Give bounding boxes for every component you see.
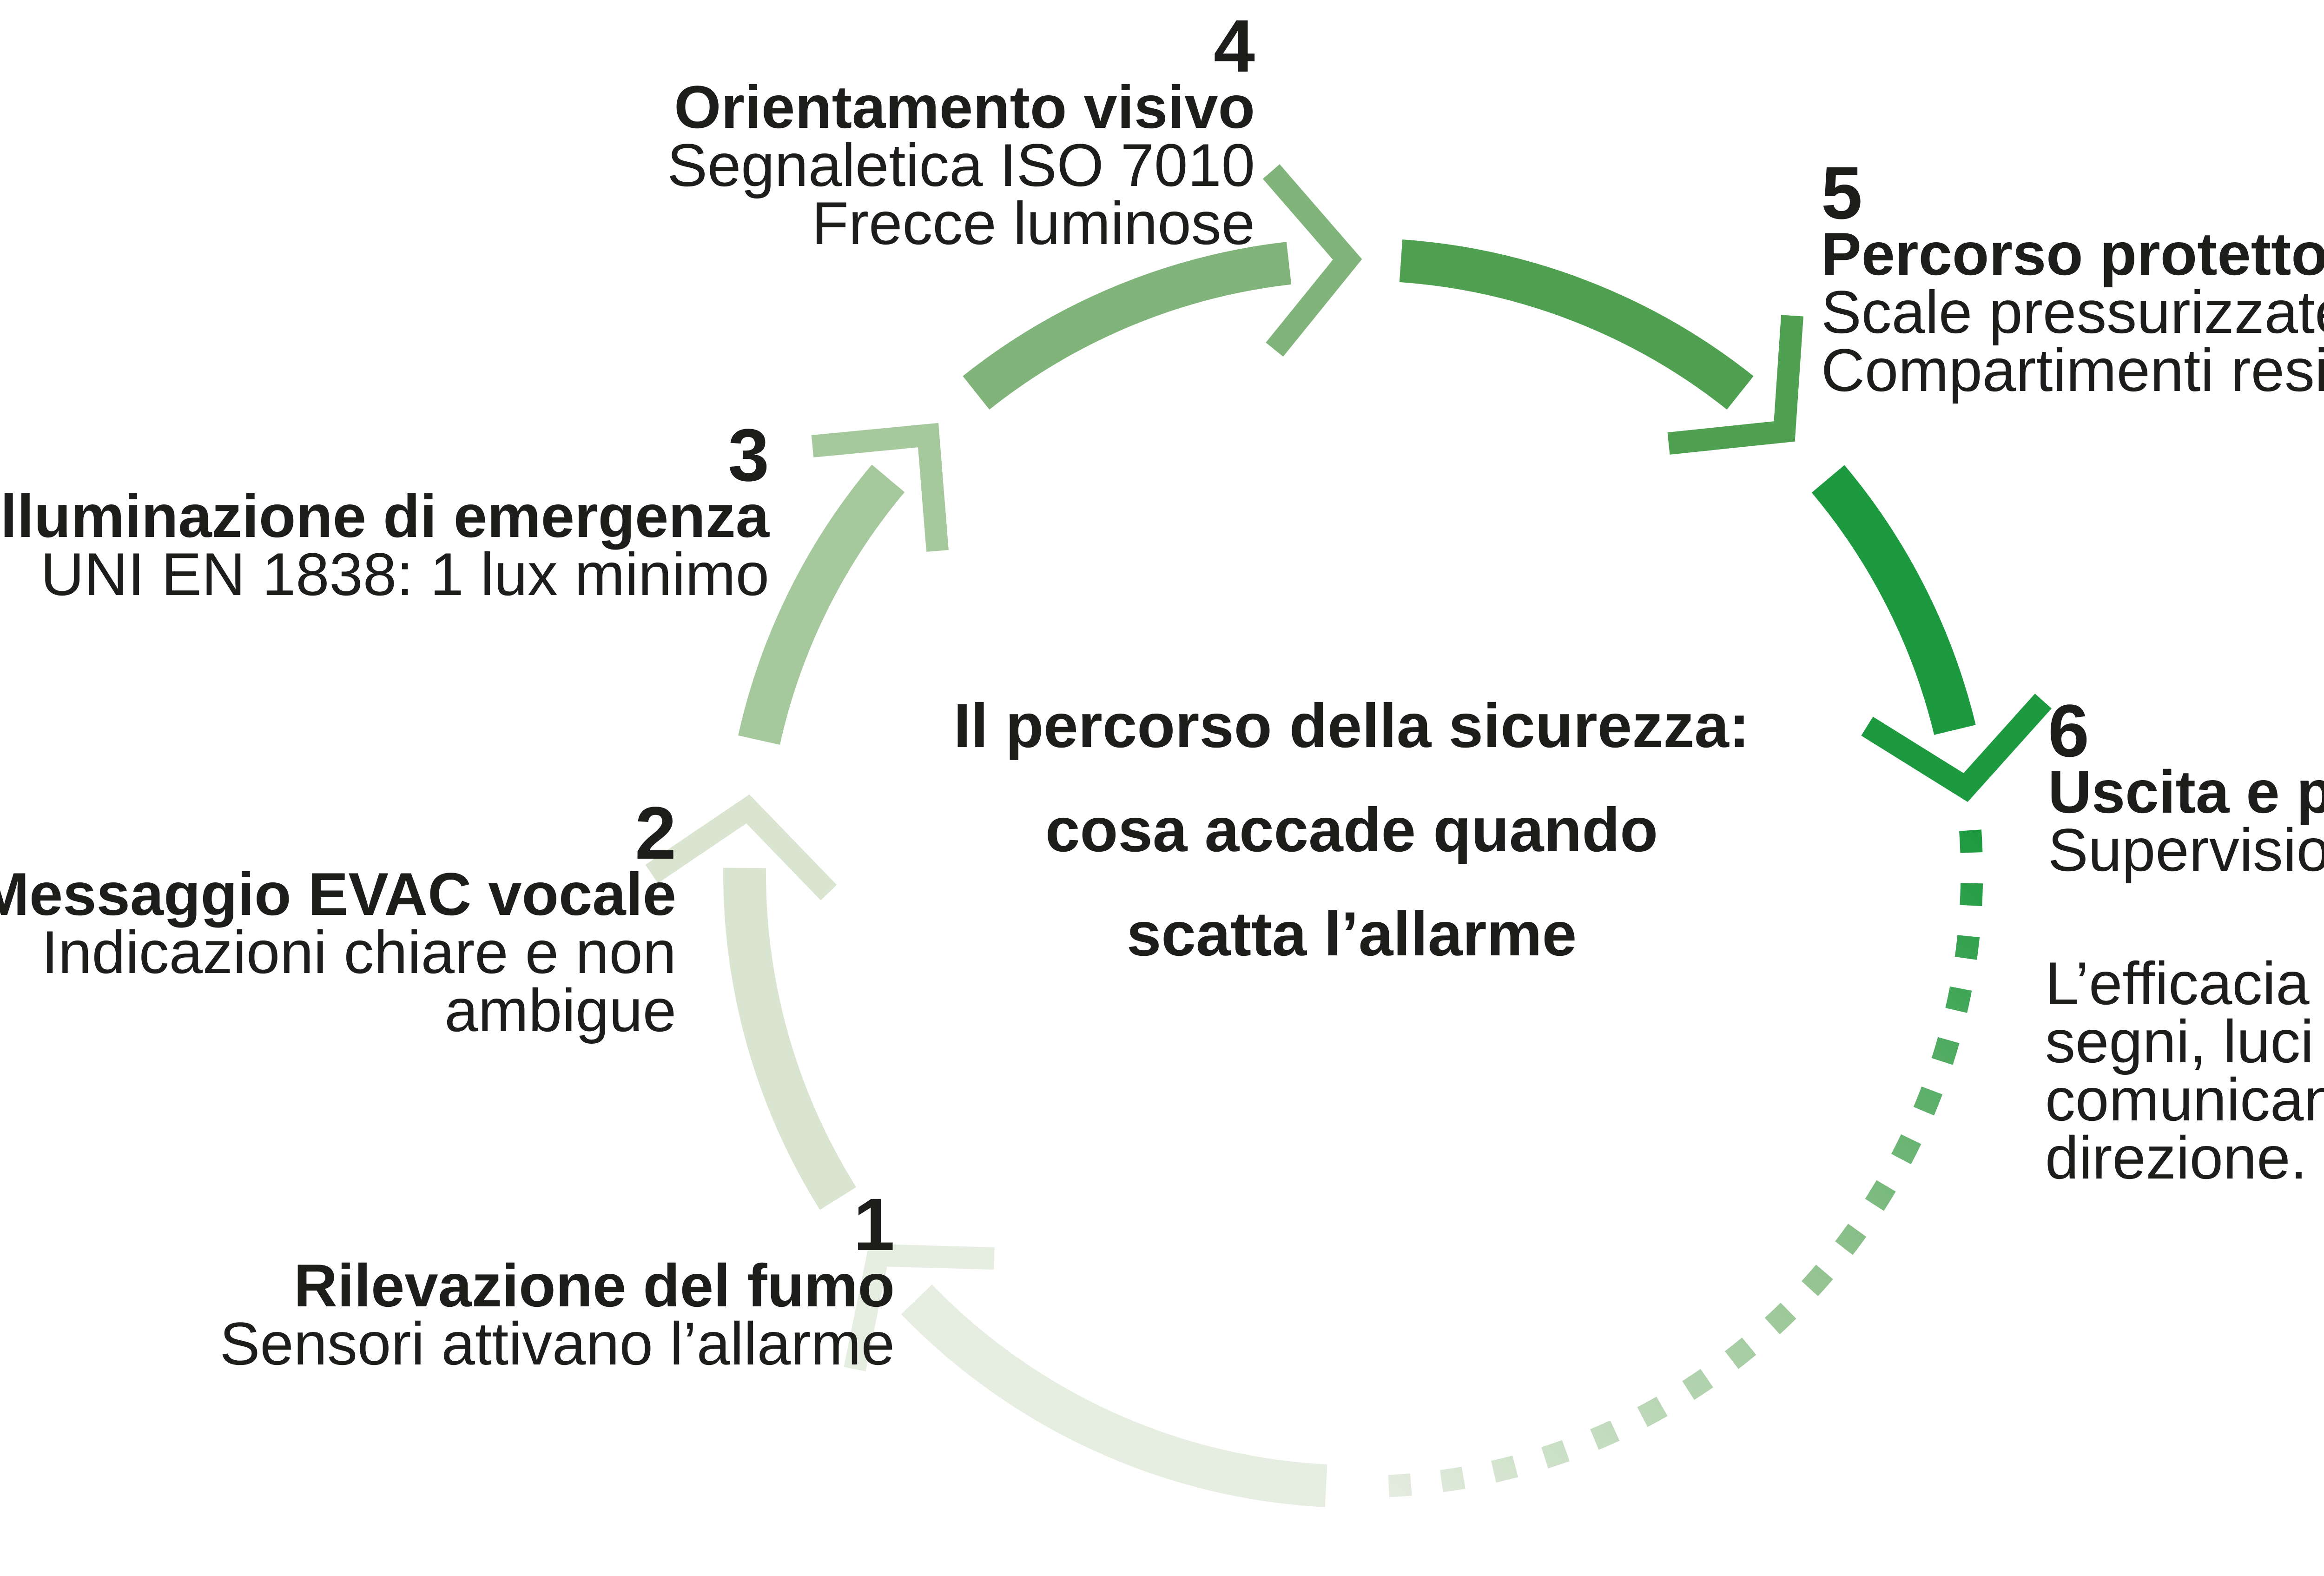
step-1-block: 1 Rilevazione del fumo Sensori attivano … xyxy=(219,1183,895,1377)
center-title-line-3: scatta l’allarme xyxy=(1126,900,1577,969)
center-title-line-1: Il percorso della sicurezza: xyxy=(953,691,1750,761)
step-2-title: Messaggio EVAC vocale xyxy=(0,860,676,928)
arrowhead-step-4-icon xyxy=(1262,164,1362,357)
arrowhead-step-5-icon xyxy=(1667,315,1803,455)
step-2-subtitle: Indicazioni chiare e non xyxy=(41,918,676,986)
step-5-block: 5 Percorso protetto Scale pressurizzate … xyxy=(1821,151,2324,404)
note-line-2: segni, luci e voce xyxy=(2045,1007,2324,1075)
step-1-title: Rilevazione del fumo xyxy=(293,1252,895,1319)
arc-to-step-5 xyxy=(1399,239,1754,410)
step-6-number: 6 xyxy=(2048,689,2089,772)
arc-to-step-6 xyxy=(1811,465,1976,735)
step-5-subtitle: Scale pressurizzate xyxy=(1821,278,2324,346)
step-3-title: Illuminazione di emergenza xyxy=(0,482,769,550)
step-2-subtitle-2: ambigue xyxy=(444,976,676,1044)
step-1-subtitle: Sensori attivano l’allarme xyxy=(219,1310,895,1377)
note-line-3: comunicano la stessa xyxy=(2045,1066,2324,1133)
step-4-block: 4 Orientamento visivo Segnaletica ISO 70… xyxy=(667,4,1255,257)
arc-to-step-4 xyxy=(963,242,1292,410)
step-2-number: 2 xyxy=(635,791,676,874)
step-3-block: 3 Illuminazione di emergenza UNI EN 1838… xyxy=(0,413,769,608)
note-line-1: L’efficacia aumenta quando xyxy=(2045,949,2324,1017)
step-2-block: 2 Messaggio EVAC vocale Indicazioni chia… xyxy=(0,791,676,1044)
step-6-subtitle: Supervisione degli addetti xyxy=(2048,816,2324,884)
step-4-subtitle-2: Frecce luminose xyxy=(812,189,1255,257)
arc-to-step-1 xyxy=(901,1285,1327,1507)
step-4-title: Orientamento visivo xyxy=(674,73,1255,141)
arrowhead-step-1-icon xyxy=(844,1244,995,1371)
center-title: Il percorso della sicurezza: cosa accade… xyxy=(887,674,1816,987)
step-5-number: 5 xyxy=(1821,151,1862,234)
step-4-number: 4 xyxy=(1214,4,1255,87)
dotted-return-arc xyxy=(1368,829,1983,1498)
closing-note: L’efficacia aumenta quando segni, luci e… xyxy=(2045,949,2324,1192)
step-3-subtitle: UNI EN 1838: 1 lux minimo xyxy=(40,540,769,608)
step-6-title: Uscita e punto di raccolta xyxy=(2048,758,2324,826)
step-1-number: 1 xyxy=(853,1183,895,1266)
arrowhead-step-6-icon xyxy=(1861,693,2052,802)
step-5-subtitle-2: Compartimenti resistenti xyxy=(1821,336,2324,404)
arrowhead-step-2-icon xyxy=(645,794,837,901)
step-6-block: 6 Uscita e punto di raccolta Supervision… xyxy=(2048,689,2324,884)
step-5-title: Percorso protetto xyxy=(1821,220,2324,288)
center-title-line-2: cosa accade quando xyxy=(1045,795,1658,865)
arc-to-step-3 xyxy=(738,464,905,745)
step-4-subtitle: Segnaletica ISO 7010 xyxy=(667,131,1255,199)
arc-to-step-2 xyxy=(723,867,857,1210)
arrowhead-step-3-icon xyxy=(811,423,949,552)
note-line-4: direzione. xyxy=(2045,1124,2307,1192)
step-3-number: 3 xyxy=(728,413,769,497)
